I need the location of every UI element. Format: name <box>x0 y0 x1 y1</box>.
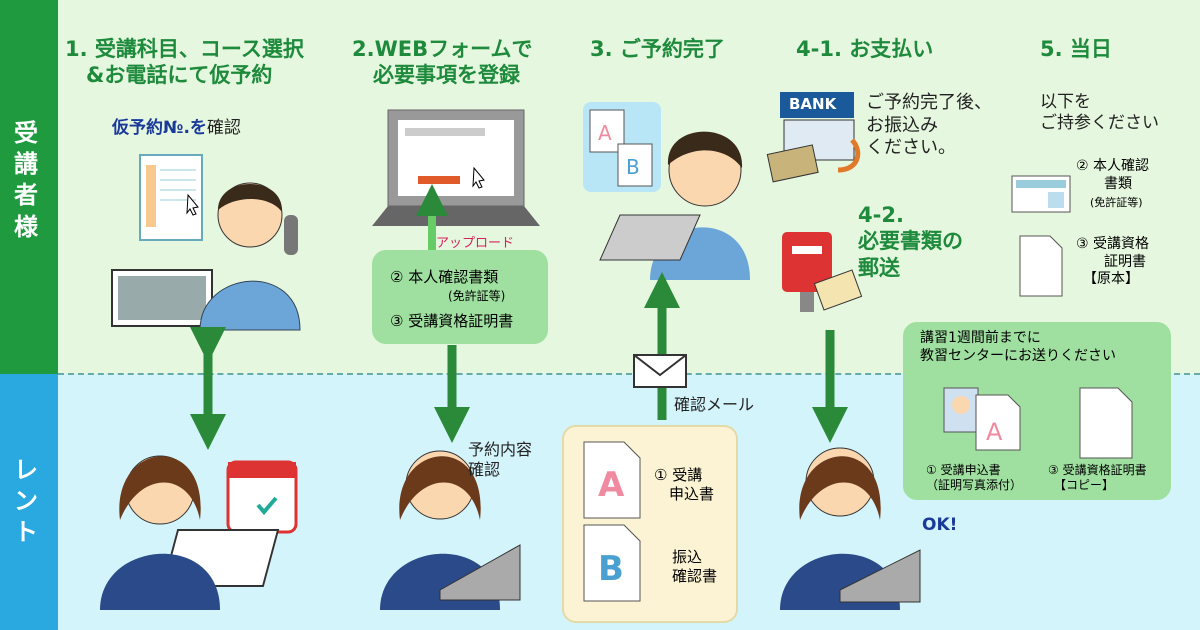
done-person: A B <box>583 102 750 280</box>
mail-doc-1: ① 受講申込書 （証明写真添付） <box>926 463 1023 492</box>
upload-doc-3: ③ 受講資格証明書 <box>390 312 514 330</box>
pay-instruction: ご予約完了後、 お振込み ください。 <box>866 92 992 158</box>
upload-bubble <box>372 250 548 344</box>
kari-note: 仮予約№.を確認 <box>112 118 241 138</box>
svg-text:A: A <box>598 121 612 145</box>
upload-doc-2-sub: (免許証等) <box>448 289 506 303</box>
bring-doc-2: ② 本人確認 書類 <box>1076 158 1150 192</box>
bank-icon <box>766 92 861 183</box>
rental-side-label <box>0 374 58 630</box>
license-card-icon <box>1011 175 1071 213</box>
bring-doc-2-sub: (免許証等) <box>1090 196 1143 209</box>
svg-text:B: B <box>626 155 640 179</box>
mail-deadline: 講習1週間前までに 教習センターにお送りください <box>920 330 1116 364</box>
step-1-title: 1. 受講科目、コース選択 &お電話にて仮予約 <box>65 37 304 88</box>
rental-woman-1 <box>100 455 280 610</box>
phone-person-1 <box>111 154 301 331</box>
laptop-upload <box>372 109 540 250</box>
bring-doc-3: ③ 受講資格 証明書 【原本】 <box>1076 236 1150 287</box>
certificate-doc-icon <box>1019 235 1063 297</box>
step-4-1-title: 4-1. お支払い <box>796 37 934 61</box>
bring-instruction: 以下を ご持参ください <box>1040 92 1159 134</box>
step-4-2-title: 4-2. 必要書類の 郵送 <box>858 203 963 280</box>
rental-woman-2 <box>380 450 521 610</box>
band-divider <box>58 373 1200 375</box>
step-5-title: 5. 当日 <box>1040 37 1112 61</box>
check-label: 予約内容 確認 <box>468 440 533 479</box>
doc-b-letter: B <box>598 549 624 589</box>
upload-doc-2: ② 本人確認書類 <box>390 268 499 286</box>
postbox-icon <box>782 232 863 312</box>
doc-a-label: ① 受講 申込書 <box>654 466 715 503</box>
rental-woman-ok <box>780 447 921 610</box>
ok-label: OK! <box>922 515 958 535</box>
mail-doc-3: ③ 受講資格証明書 【コピー】 <box>1048 463 1147 492</box>
svg-text:A: A <box>986 418 1003 446</box>
bank-label: BANK <box>789 95 837 113</box>
customer-label: 受講者様 <box>14 119 38 241</box>
step-2-title: 2.WEBフォームで 必要事項を登録 <box>352 37 533 88</box>
arrows <box>190 272 848 450</box>
customer-side-label <box>0 0 58 374</box>
doc-b-label: 振込 確認書 <box>672 548 718 585</box>
step-3-title: 3. ご予約完了 <box>590 37 725 61</box>
calendar-icon <box>226 460 298 534</box>
doc-a-letter: A <box>598 465 625 505</box>
upload-label: アップロード <box>436 236 515 251</box>
mail-envelope-icon <box>633 354 687 388</box>
confirm-mail-label: 確認メール <box>674 395 755 414</box>
rental-label: レント <box>14 456 38 547</box>
